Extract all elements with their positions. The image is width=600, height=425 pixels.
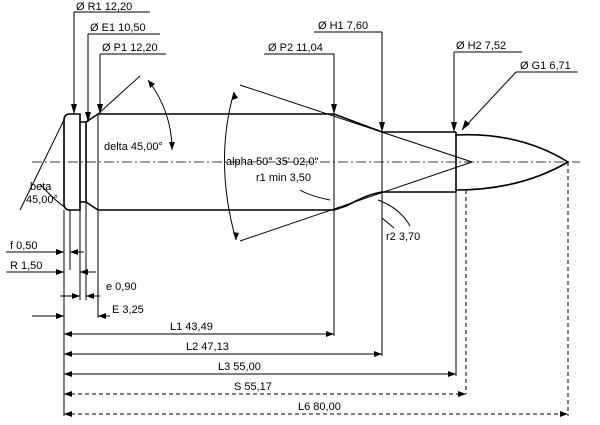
extension-lines bbox=[63, 162, 569, 416]
label-f: f 0,50 bbox=[10, 240, 38, 252]
cartridge-outline bbox=[63, 113, 570, 211]
label-h2: Ø H2 7,52 bbox=[456, 40, 506, 52]
label-L3: L3 55,00 bbox=[218, 361, 261, 373]
label-beta: beta bbox=[30, 181, 52, 193]
alpha-construction-lines bbox=[239, 84, 473, 242]
length-dims bbox=[64, 331, 568, 417]
label-e1: Ø E1 10,50 bbox=[90, 22, 146, 34]
label-r1: Ø R1 12,20 bbox=[76, 1, 132, 13]
delta-line bbox=[97, 75, 141, 115]
label-p1: Ø P1 12,20 bbox=[102, 42, 158, 54]
r2-leader bbox=[377, 199, 411, 227]
label-e: e 0,90 bbox=[106, 281, 137, 293]
label-h1: Ø H1 7,60 bbox=[318, 20, 368, 32]
label-r1min: r1 min 3,50 bbox=[256, 172, 311, 184]
label-delta: delta 45,00° bbox=[104, 141, 163, 153]
label-S: S 55,17 bbox=[234, 381, 272, 393]
r1-leader bbox=[299, 189, 331, 201]
label-L2: L2 47,13 bbox=[186, 341, 229, 353]
label-E: E 3,25 bbox=[112, 304, 144, 316]
label-alpha: alpha 50° 35' 02,0" bbox=[226, 156, 318, 168]
label-beta-value: 45,00° bbox=[26, 194, 58, 206]
beta-arc bbox=[39, 183, 67, 209]
label-r2: r2 3,70 bbox=[386, 231, 420, 243]
alpha-arc bbox=[223, 91, 237, 241]
top-leaders bbox=[71, 11, 578, 132]
label-L6: L6 80,00 bbox=[298, 401, 341, 413]
delta-arc bbox=[147, 79, 173, 151]
label-L1: L1 43,49 bbox=[170, 321, 213, 333]
beta-line bbox=[19, 119, 65, 211]
label-g1: Ø G1 6,71 bbox=[520, 60, 571, 72]
label-R: R 1,50 bbox=[10, 260, 42, 272]
label-p2: Ø P2 11,04 bbox=[268, 42, 323, 54]
small-dims bbox=[6, 249, 110, 319]
